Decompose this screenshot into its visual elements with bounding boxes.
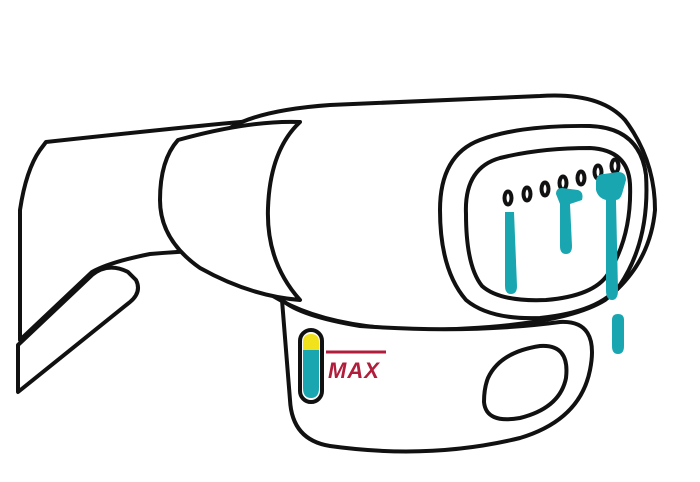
max-label: MAX xyxy=(328,358,380,383)
steam-vents xyxy=(502,157,621,207)
water-drip xyxy=(505,212,517,294)
water-drop xyxy=(612,314,624,354)
steam-vent xyxy=(539,180,551,198)
steam-vent xyxy=(502,189,514,207)
level-window-fill xyxy=(303,350,319,398)
steam-plate-face xyxy=(463,146,633,303)
water-drip xyxy=(556,188,583,254)
handle-collar xyxy=(158,119,302,302)
steam-vent xyxy=(575,169,587,187)
steam-vent xyxy=(521,185,533,203)
water-level-window xyxy=(298,328,324,404)
level-window-top xyxy=(303,334,319,350)
release-button[interactable] xyxy=(482,343,569,422)
water-drip xyxy=(596,172,626,300)
water-drips xyxy=(505,172,626,354)
